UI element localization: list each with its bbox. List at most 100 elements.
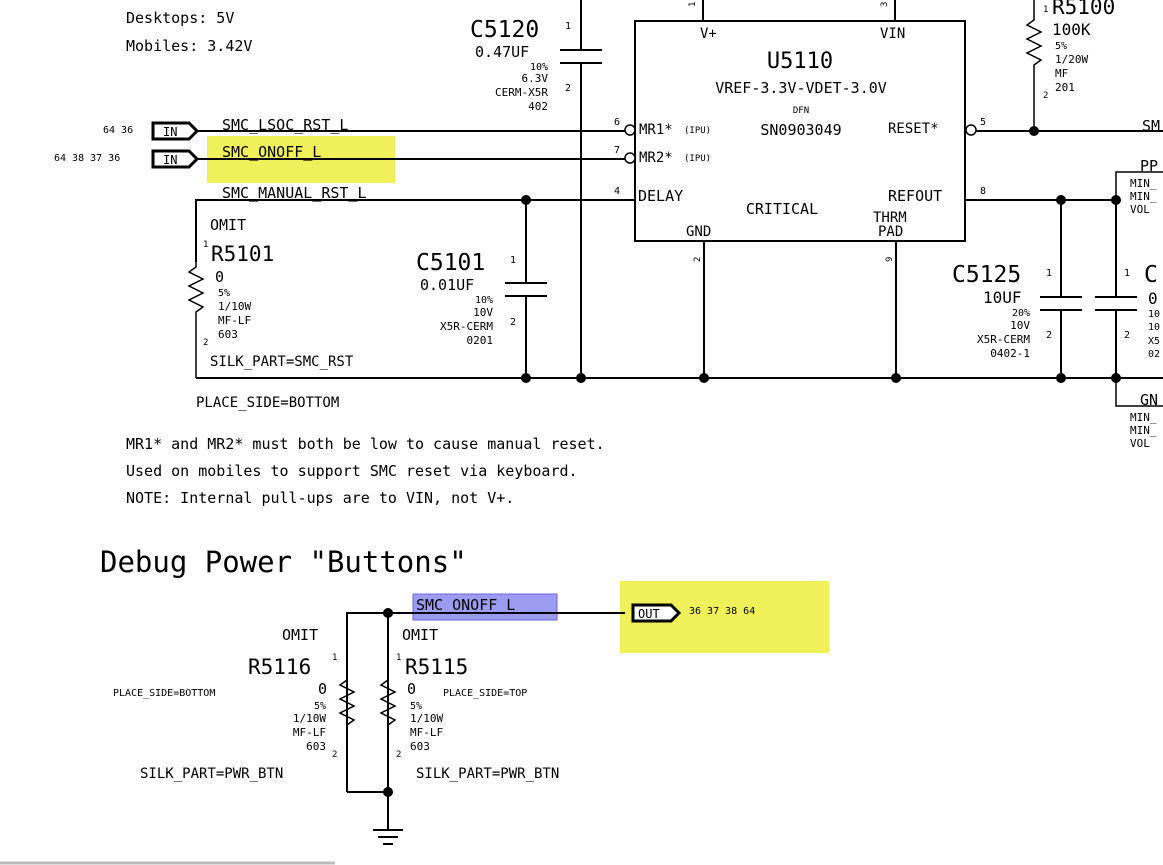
r5100-power: 1/20W — [1055, 53, 1088, 66]
r5101-pin1: 1 — [203, 240, 208, 250]
net-lsoc-rst: SMC_LSOC_RST_L — [222, 116, 348, 134]
c5101-capacitor-symbol — [505, 200, 547, 378]
u5110-mr2-ipu: (IPU) — [684, 154, 711, 164]
r5101-silk: SILK_PART=SMC_RST — [210, 354, 354, 370]
c5120-volt: 6.3V — [522, 72, 549, 85]
r5116-resistor-symbol — [338, 679, 356, 726]
c5125-value: 10UF — [983, 288, 1022, 307]
ground-icon — [373, 792, 403, 845]
r5100-resistor-symbol — [1025, 0, 1043, 131]
u5110-refout: REFOUT — [888, 187, 942, 205]
r5115-value: 0 — [407, 680, 416, 698]
r5101-power: 1/10W — [218, 300, 251, 313]
u5110-pin-gnd: 2 — [693, 257, 703, 262]
r5115-resistor-symbol — [379, 679, 397, 726]
c-right-pin1: 1 — [1124, 268, 1130, 279]
onoff-port-refs: 64 38 37 36 — [54, 153, 120, 164]
net-manual-rst: SMC_MANUAL_RST_L — [222, 184, 367, 202]
net-right-volt2: VOL — [1130, 437, 1150, 450]
net-right-min1: MIN_ — [1130, 177, 1157, 190]
u5110-mr1: MR1* — [639, 122, 673, 138]
r5101-pin2: 2 — [203, 338, 208, 348]
c-right-pin2: 2 — [1124, 330, 1130, 341]
c5120-pin2: 2 — [565, 83, 571, 94]
supply-desktops-note: Desktops: 5V — [126, 9, 234, 27]
r5101-resistor-symbol — [187, 262, 205, 378]
r5115-place: PLACE_SIDE=TOP — [443, 688, 527, 699]
r5115-pkg: 603 — [410, 740, 430, 753]
c-right-capacitor-symbol — [1095, 200, 1137, 378]
gnd-junction-u5110 — [699, 373, 709, 383]
r5116-type: MF-LF — [293, 726, 326, 739]
c5120-pkg: 402 — [528, 100, 548, 113]
u5110-reset: RESET* — [888, 121, 939, 137]
out-port-refs: 36 37 38 64 — [689, 606, 755, 617]
c-right-l3: X5 — [1148, 336, 1160, 347]
r5101-pkg: 603 — [218, 328, 238, 341]
u5110-pin-refout: 8 — [980, 186, 986, 197]
c5101-pin2: 2 — [510, 317, 516, 328]
highlight-onoff-bottom — [412, 593, 558, 621]
r5100-pin1: 1 — [1043, 5, 1048, 15]
u5110-vplus: V+ — [700, 26, 717, 42]
net-right-pp: PP — [1140, 157, 1158, 175]
reset-junction-dot — [1029, 126, 1039, 136]
c5120-value: 0.47UF — [475, 43, 529, 61]
net-right-min4: MIN_ — [1130, 424, 1157, 437]
lsoc-port-refs: 64 36 — [103, 125, 133, 136]
r5116-pin2: 2 — [332, 750, 337, 760]
gnd-junction-pad — [891, 373, 901, 383]
c-right-value: 0 — [1148, 289, 1158, 308]
u5110-part: VREF-3.3V-VDET-3.0V — [715, 79, 887, 97]
svg-text:IN: IN — [163, 125, 177, 139]
c5101-ref: C5101 — [416, 250, 485, 276]
r5115-ref: R5115 — [405, 655, 468, 679]
r5115-pin2: 2 — [396, 750, 401, 760]
u5110-mr1-ipu: (IPU) — [684, 126, 711, 136]
supply-mobiles-note: Mobiles: 3.42V — [126, 37, 252, 55]
c5120-capacitor-symbol — [560, 0, 602, 378]
net-right-min2: MIN_ — [1130, 190, 1157, 203]
c5101-dielectric: X5R-CERM — [440, 320, 493, 333]
onoff-in-port: IN — [151, 149, 200, 169]
reset-inversion-bubble — [965, 124, 977, 136]
r5115-omit: OMIT — [402, 626, 438, 644]
r5116-place: PLACE_SIDE=BOTTOM — [113, 688, 215, 699]
r5115-power: 1/10W — [410, 712, 443, 725]
u5110-ref: U5110 — [767, 49, 833, 74]
u5110-delay: DELAY — [638, 187, 683, 205]
c-right-l1: 10 — [1148, 309, 1160, 320]
r5101-tol: 5% — [218, 288, 230, 299]
gnd-junction-c5101 — [521, 373, 531, 383]
u5110-pin-mr1: 6 — [614, 117, 620, 128]
mr1-inversion-bubble — [624, 124, 636, 136]
c5101-value: 0.01UF — [420, 276, 474, 294]
u5110-pin-vin: 3 — [880, 2, 890, 7]
r5115-type: MF-LF — [410, 726, 443, 739]
r5101-place: PLACE_SIDE=BOTTOM — [196, 395, 339, 411]
c-right-ref: C — [1144, 262, 1158, 288]
c5125-pkg: 0402-1 — [990, 347, 1030, 360]
c5101-pkg: 0201 — [467, 334, 494, 347]
r5116-tol: 5% — [314, 701, 326, 712]
reset-note-1: MR1* and MR2* must both be low to cause … — [126, 435, 605, 453]
u5110-pin-delay: 4 — [614, 186, 620, 197]
manual-rst-wire — [195, 199, 635, 262]
c5120-tol: 10% — [530, 62, 548, 73]
mr2-inversion-bubble — [624, 152, 636, 164]
c5125-dielectric: X5R-CERM — [977, 333, 1030, 346]
c5101-tol: 10% — [475, 295, 493, 306]
gnd-junction-c5120 — [576, 373, 586, 383]
r5100-value: 100K — [1052, 20, 1091, 39]
c-right-l4: 02 — [1148, 349, 1160, 360]
r5100-ref: R5100 — [1052, 0, 1115, 19]
u5110-pin-pad: 9 — [885, 257, 895, 262]
net-right-volt: VOL — [1130, 203, 1150, 216]
u5110-gnd: GND — [686, 224, 711, 240]
c5120-ref: C5120 — [470, 17, 539, 43]
gn-net-wire — [1115, 378, 1163, 407]
u5110-pin-reset: 5 — [980, 117, 986, 128]
r5100-tol: 5% — [1055, 41, 1067, 52]
section-title: Debug Power "Buttons" — [100, 545, 467, 579]
